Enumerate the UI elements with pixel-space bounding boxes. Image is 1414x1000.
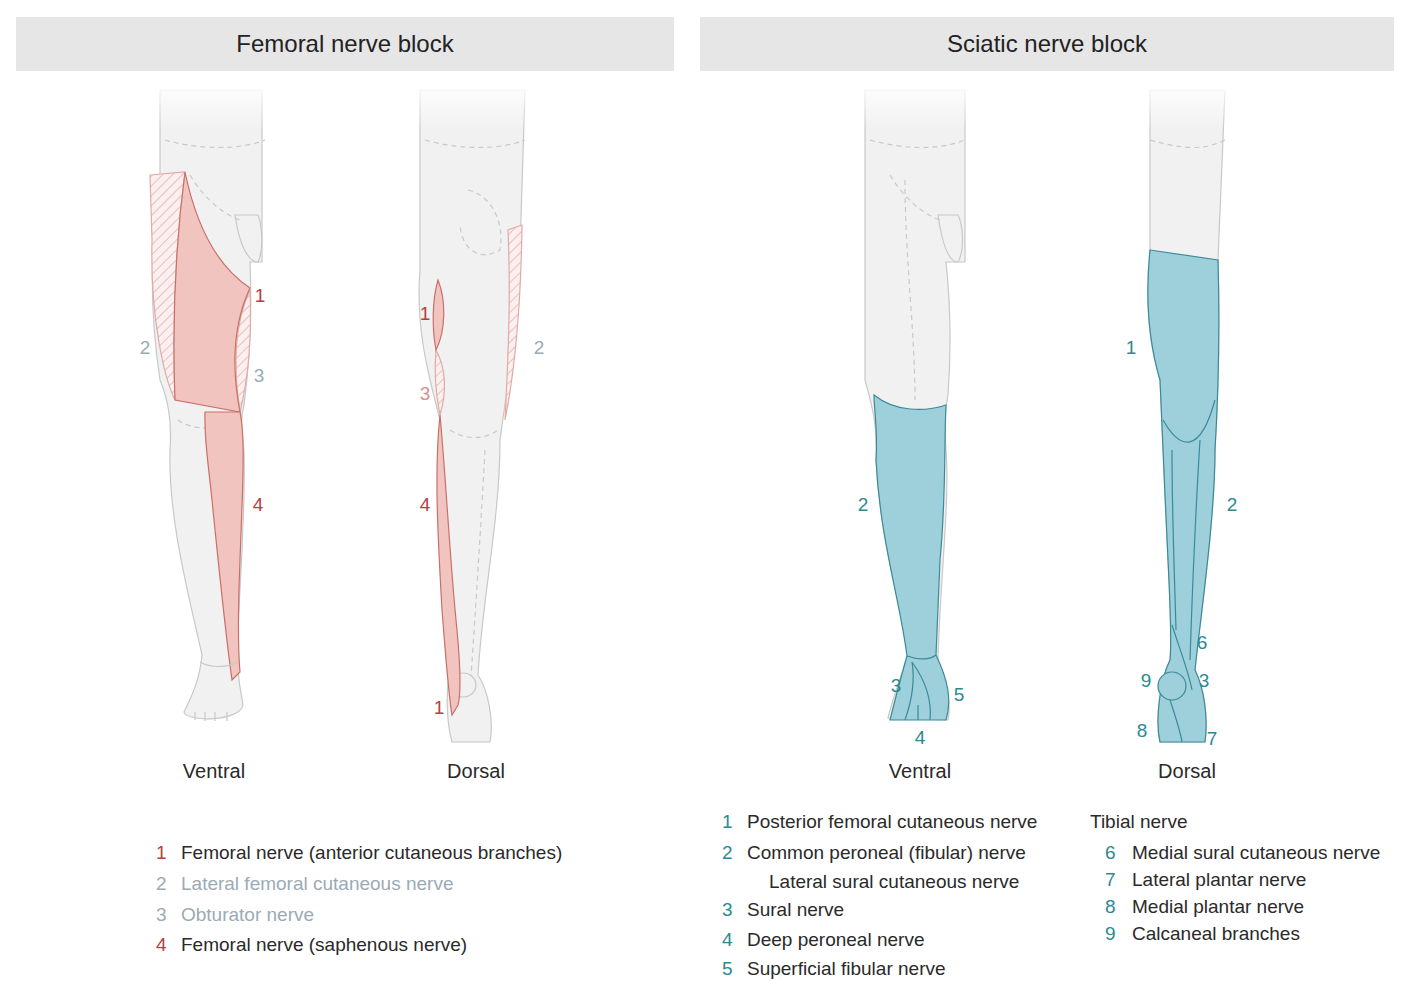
callout-number: 4 <box>253 494 264 517</box>
callout-number: 1 <box>434 697 445 720</box>
legend-number: 9 <box>1105 923 1116 946</box>
legend-text: Medial sural cutaneous nerve <box>1132 842 1380 865</box>
callout-number: 2 <box>140 337 151 360</box>
callout-number: 2 <box>1227 494 1238 517</box>
legend-number: 7 <box>1105 869 1116 892</box>
legend-text: Obturator nerve <box>181 904 314 927</box>
callout-number: 5 <box>954 684 965 707</box>
callout-number: 4 <box>420 494 431 517</box>
legend-number: 1 <box>156 842 167 865</box>
legend-text: Femoral nerve (anterior cutaneous branch… <box>181 842 562 865</box>
callout-number: 7 <box>1207 728 1218 751</box>
legend-number: 8 <box>1105 896 1116 919</box>
legend-number: 4 <box>156 934 167 957</box>
leg-figure-ventral-femoral <box>140 80 280 721</box>
leg-figure-dorsal-femoral <box>400 80 540 742</box>
legend-text: Common peroneal (fibular) nerve <box>747 842 1026 865</box>
legend-text: Medial plantar nerve <box>1132 896 1304 919</box>
callout-number: 3 <box>891 675 902 698</box>
legend-number: 5 <box>722 958 733 981</box>
legend-text: Deep peroneal nerve <box>747 929 924 952</box>
legend-text: Calcaneal branches <box>1132 923 1300 946</box>
callout-number: 1 <box>420 303 431 326</box>
legend-text: Posterior femoral cutaneous nerve <box>747 811 1037 834</box>
view-label: Dorsal <box>447 759 505 783</box>
header-band: Femoral nerve block <box>16 17 674 71</box>
legend-text: Superficial fibular nerve <box>747 958 946 981</box>
legend-text: Lateral femoral cutaneous nerve <box>181 873 454 896</box>
view-label: Ventral <box>889 759 951 783</box>
callout-number: 8 <box>1137 720 1148 743</box>
callout-number: 3 <box>420 383 431 406</box>
callout-number: 4 <box>915 727 926 750</box>
legend-text: Femoral nerve (saphenous nerve) <box>181 934 467 957</box>
callout-number: 3 <box>254 365 265 388</box>
legend-number: 2 <box>722 842 733 865</box>
callout-number: 6 <box>1197 632 1208 655</box>
view-label: Ventral <box>183 759 245 783</box>
legend-number: 2 <box>156 873 167 896</box>
legend-number: 3 <box>156 904 167 927</box>
legend-number: 3 <box>722 899 733 922</box>
callout-number: 3 <box>1199 670 1210 693</box>
leg-figure-ventral-sciatic <box>850 80 980 720</box>
callout-number: 1 <box>1126 337 1137 360</box>
legend-number: 4 <box>722 929 733 952</box>
leg-figure-dorsal-sciatic <box>1135 80 1240 742</box>
header-band: Sciatic nerve block <box>700 17 1394 71</box>
callout-number: 2 <box>858 494 869 517</box>
callout-number: 9 <box>1141 670 1152 693</box>
legend-heading: Tibial nerve <box>1090 811 1188 834</box>
view-label: Dorsal <box>1158 759 1216 783</box>
header-text: Sciatic nerve block <box>947 30 1147 58</box>
legend-number: 6 <box>1105 842 1116 865</box>
legend-text: Lateral sural cutaneous nerve <box>769 871 1019 894</box>
header-text: Femoral nerve block <box>236 30 453 58</box>
legend-text: Sural nerve <box>747 899 844 922</box>
callout-number: 1 <box>255 285 266 308</box>
legend-text: Lateral plantar nerve <box>1132 869 1306 892</box>
legend-number: 1 <box>722 811 733 834</box>
callout-number: 2 <box>534 337 545 360</box>
